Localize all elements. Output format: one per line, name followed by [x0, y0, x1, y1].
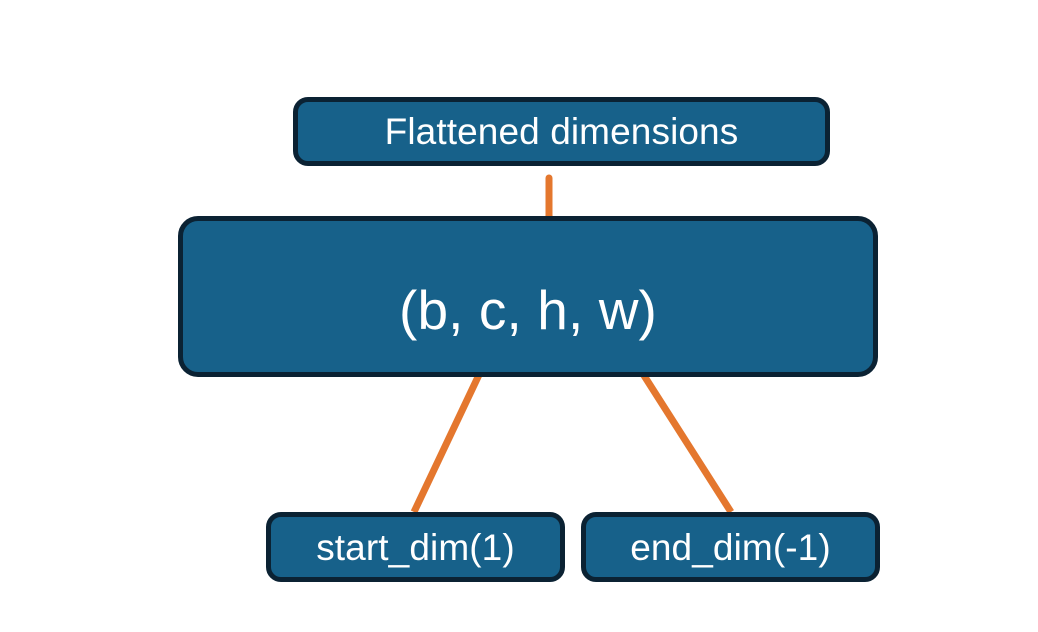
node-flattened-dimensions-label: Flattened dimensions [384, 111, 739, 152]
node-start-dim-label: start_dim(1) [316, 526, 515, 568]
node-end-dim-label: end_dim(-1) [630, 526, 831, 568]
node-end-dim[interactable]: end_dim(-1) [581, 512, 880, 582]
node-tensor-shape[interactable]: (b, c, h, w) [178, 216, 878, 377]
node-tensor-shape-label: (b, c, h, w) [399, 279, 657, 341]
node-flattened-dimensions[interactable]: Flattened dimensions [293, 97, 830, 166]
node-start-dim[interactable]: start_dim(1) [266, 512, 565, 582]
